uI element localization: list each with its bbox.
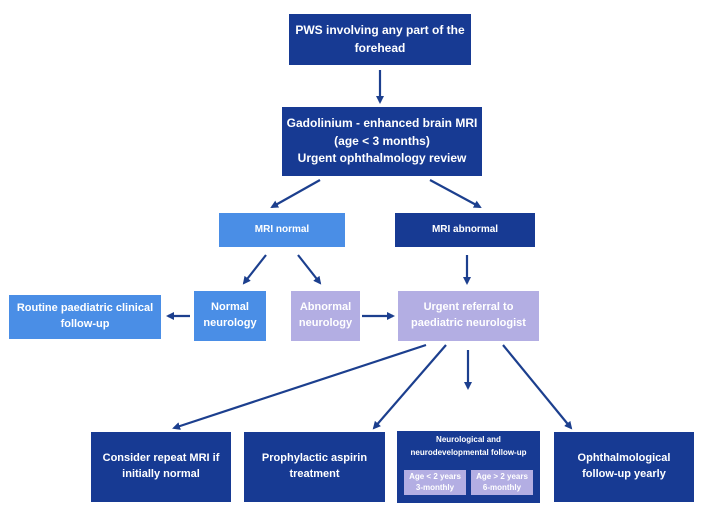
arrow-referral-to-ophthal <box>502 344 573 430</box>
node-repeat-mri: Consider repeat MRI if initially normal <box>91 432 231 502</box>
arrow-referral-to-aspirin <box>372 344 447 430</box>
node-aspirin: Prophylactic aspirin treatment <box>244 432 385 502</box>
subbox-age-over-2: Age > 2 years 6-monthly <box>471 470 533 495</box>
node-ophthalmological: Ophthalmological follow-up yearly <box>554 432 694 502</box>
node-urgent-referral: Urgent referral to paediatric neurologis… <box>398 291 539 341</box>
arrow-referral-to-repeat-mri <box>172 343 427 430</box>
arrow-mri-to-abnormal <box>429 179 482 208</box>
subbox-age-under-2: Age < 2 years 3-monthly <box>404 470 466 495</box>
arrow-normal-to-abnormal-neuro <box>297 254 322 285</box>
node-mri-normal: MRI normal <box>219 213 345 247</box>
node-mri-abnormal: MRI abnormal <box>395 213 535 247</box>
node-pws-forehead: PWS involving any part of the forehead <box>289 14 471 65</box>
node-normal-neurology: Normal neurology <box>194 291 266 341</box>
arrow-mri-to-normal <box>270 179 321 208</box>
node-gadolinium-mri: Gadolinium - enhanced brain MRI (age < 3… <box>282 107 482 176</box>
node-routine-follow-up: Routine paediatric clinical follow-up <box>9 295 161 339</box>
arrow-normal-to-normal-neuro <box>242 254 267 285</box>
node-abnormal-neurology: Abnormal neurology <box>291 291 360 341</box>
